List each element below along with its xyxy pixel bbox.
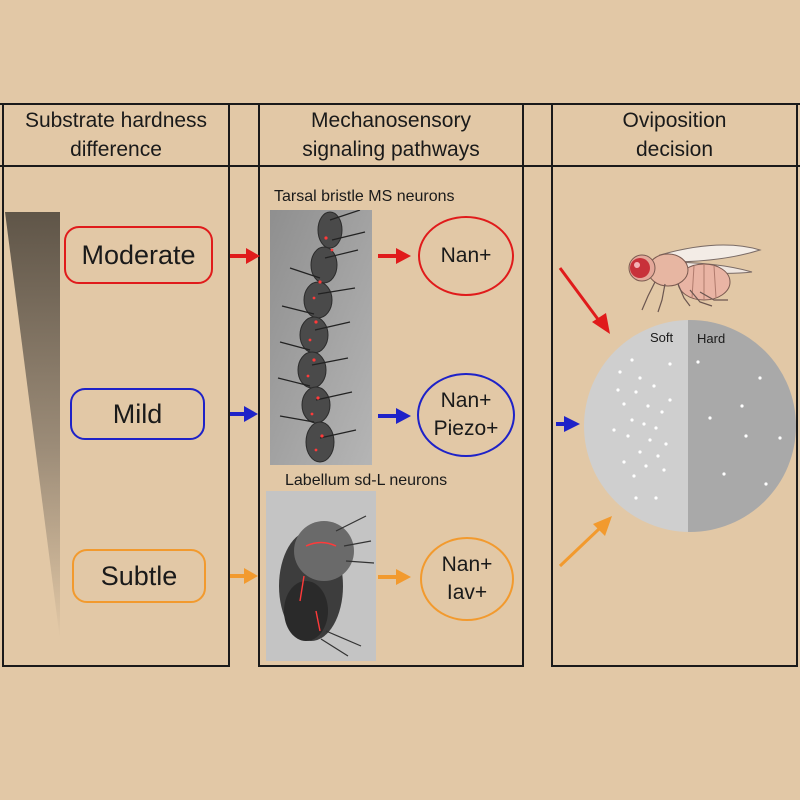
dish-soft-label: Soft — [650, 330, 674, 345]
pathway-subtle-line2: Iav+ — [446, 581, 488, 604]
level-mild-label: Mild — [112, 398, 163, 429]
substrate-panel-title: Substrate hardness difference — [4, 105, 228, 167]
pathway-moderate: Nan+ — [418, 216, 514, 296]
oviposition-panel-title: Oviposition decision — [553, 105, 796, 167]
substrate-title-line2: difference — [70, 138, 162, 161]
mechano-title-line2: signaling pathways — [302, 138, 480, 161]
level-subtle-label: Subtle — [100, 560, 178, 591]
substrate-title-line1: Substrate hardness — [24, 109, 208, 132]
egg-dots — [610, 348, 782, 500]
dish-hard-label: Hard — [697, 331, 726, 346]
tarsus-micrograph — [270, 210, 372, 465]
arrow-subtle-1 — [230, 568, 258, 584]
pathway-subtle: Nan+ Iav+ — [420, 537, 514, 621]
arrow-mild-1 — [230, 406, 258, 422]
labellum-micrograph — [266, 491, 376, 661]
oviposition-title-line2: decision — [635, 138, 714, 161]
pathway-mild-line2: Piezo+ — [433, 417, 499, 440]
pathway-mild: Nan+ Piezo+ — [417, 373, 515, 457]
oviposition-dish — [584, 320, 796, 532]
level-moderate: Moderate — [64, 226, 213, 284]
level-subtle: Subtle — [72, 549, 206, 603]
labellum-caption: Labellum sd-L neurons — [285, 472, 448, 489]
tarsal-caption: Tarsal bristle MS neurons — [274, 188, 455, 205]
level-mild: Mild — [70, 388, 205, 440]
dish-hard-half — [688, 320, 796, 532]
pathway-moderate-line1: Nan+ — [440, 244, 492, 267]
arrow-moderate-1 — [230, 248, 260, 264]
mechano-panel-title: Mechanosensory signaling pathways — [260, 105, 522, 167]
oviposition-title-line1: Oviposition — [622, 109, 727, 132]
level-moderate-label: Moderate — [81, 239, 196, 270]
pathway-subtle-line1: Nan+ — [441, 553, 493, 576]
pathway-mild-line1: Nan+ — [440, 389, 492, 412]
mechano-title-line1: Mechanosensory — [311, 109, 471, 132]
